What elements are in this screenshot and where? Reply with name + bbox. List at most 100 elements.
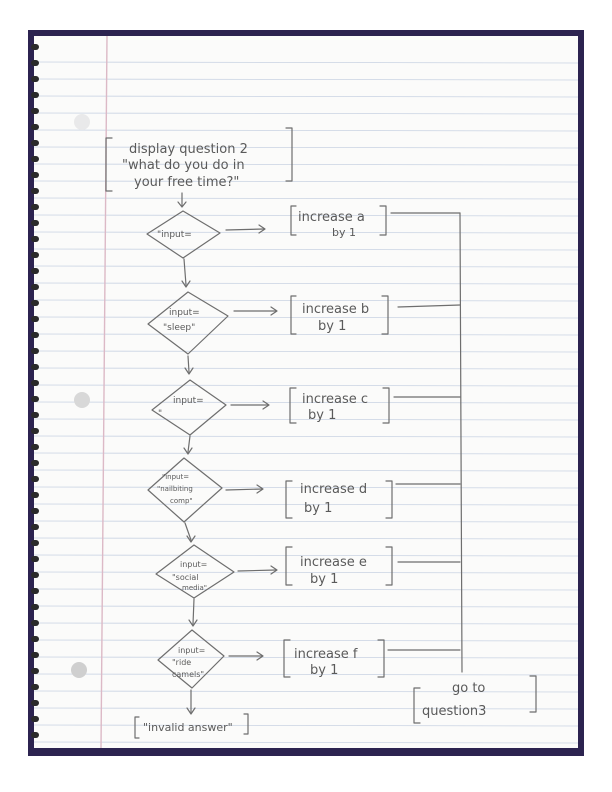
arrowhead: [186, 707, 196, 715]
action-3-line-2: by 1: [308, 408, 336, 423]
ruled-line: [33, 605, 579, 608]
ruled-line: [33, 520, 579, 523]
action-1-line-2: by 1: [332, 226, 356, 239]
arrowhead: [256, 651, 264, 661]
spiral-ring: [31, 60, 39, 66]
decision-diamond-2: [147, 291, 229, 355]
action-bracket: [385, 546, 393, 586]
ruled-line: [33, 78, 579, 81]
ruled-line: [33, 248, 579, 251]
ruled-line: [33, 333, 579, 336]
spiral-ring: [31, 700, 39, 706]
spiral-ring: [31, 716, 39, 722]
spiral-ring: [31, 332, 39, 338]
spiral-ring: [31, 508, 39, 514]
start-bracket-right: [285, 127, 293, 182]
spiral-ring: [31, 476, 39, 482]
ruled-line: [33, 673, 579, 676]
arrowhead: [270, 565, 278, 575]
action-bracket: [379, 205, 387, 236]
spiral-ring: [31, 396, 39, 402]
spiral-ring: [31, 44, 39, 50]
decision-2-line-2: "sleep": [163, 323, 195, 333]
spiral-ring: [31, 316, 39, 322]
spiral-ring: [31, 652, 39, 658]
spiral-ring: [31, 172, 39, 178]
spiral-ring: [31, 380, 39, 386]
spiral-ring: [31, 604, 39, 610]
spiral-ring: [31, 732, 39, 738]
decision-6-line-2: "ride: [172, 658, 191, 667]
spiral-ring: [31, 140, 39, 146]
spiral-ring: [31, 428, 39, 434]
flow-arrow: [237, 569, 277, 572]
flow-arrow: [225, 228, 265, 231]
spiral-ring: [31, 364, 39, 370]
decision-5-line-3: media": [182, 584, 207, 592]
ruled-line: [33, 231, 579, 234]
action-3-line-1: increase c: [302, 392, 368, 407]
ruled-line: [33, 418, 579, 421]
action-4-line-2: by 1: [304, 501, 332, 516]
action-5-line-1: increase e: [300, 555, 367, 570]
action-2-line-2: by 1: [318, 319, 346, 334]
ruled-line: [33, 469, 579, 472]
decision-2-line-1: input=: [169, 308, 200, 318]
flow-arrow: [187, 355, 190, 373]
spiral-ring: [31, 444, 39, 450]
spiral-ring: [31, 556, 39, 562]
spiral-ring: [31, 492, 39, 498]
start-text-line-1: display question 2: [129, 142, 248, 157]
end-bracket-left: [413, 687, 421, 724]
action-bracket: [385, 480, 393, 519]
decision-3-line-2: ": [158, 409, 162, 419]
spiral-ring: [31, 108, 39, 114]
spiral-ring: [31, 668, 39, 674]
ruled-line: [33, 299, 579, 302]
spiral-ring: [31, 588, 39, 594]
ruled-line: [33, 129, 579, 132]
ruled-line: [33, 741, 579, 744]
arrowhead: [270, 306, 278, 316]
arrowhead: [184, 367, 194, 375]
action-4-line-1: increase d: [300, 482, 367, 497]
ruled-line: [33, 95, 579, 98]
binder-hole: [71, 662, 87, 678]
ruled-line: [33, 435, 579, 438]
action-bracket: [283, 639, 291, 678]
ruled-line: [33, 486, 579, 489]
ruled-line: [33, 503, 579, 506]
decision-1-line-1: "input=: [157, 230, 192, 240]
end-bracket-right: [529, 675, 537, 713]
decision-diamond-3: [151, 379, 227, 436]
action-6-line-1: increase f: [294, 647, 358, 662]
ruled-lines: [33, 61, 579, 744]
ruled-line: [33, 537, 579, 540]
spiral-ring: [31, 348, 39, 354]
ruled-line: [33, 724, 579, 727]
spiral-ring: [31, 156, 39, 162]
ruled-line: [33, 656, 579, 659]
ruled-line: [33, 639, 579, 642]
ruled-line: [33, 112, 579, 115]
arrowhead: [188, 619, 198, 627]
arrowhead: [183, 447, 193, 455]
ruled-line: [33, 384, 579, 387]
action-bracket: [289, 387, 297, 424]
ruled-line: [33, 61, 579, 64]
arrowhead: [181, 280, 191, 288]
spiral-ring: [31, 204, 39, 210]
ruled-line: [33, 180, 579, 183]
decision-6-line-3: camels": [172, 670, 204, 679]
start-bracket-left: [105, 137, 113, 192]
action-bracket: [290, 205, 297, 236]
spiral-ring: [31, 220, 39, 226]
binder-hole: [74, 114, 90, 130]
end-text-line-1: go to: [452, 681, 485, 696]
decision-6-line-1: input=: [178, 646, 205, 655]
arrowhead: [186, 535, 196, 543]
paper-sheet: [34, 36, 578, 748]
spiral-ring: [31, 460, 39, 466]
action-6-line-2: by 1: [310, 663, 338, 678]
